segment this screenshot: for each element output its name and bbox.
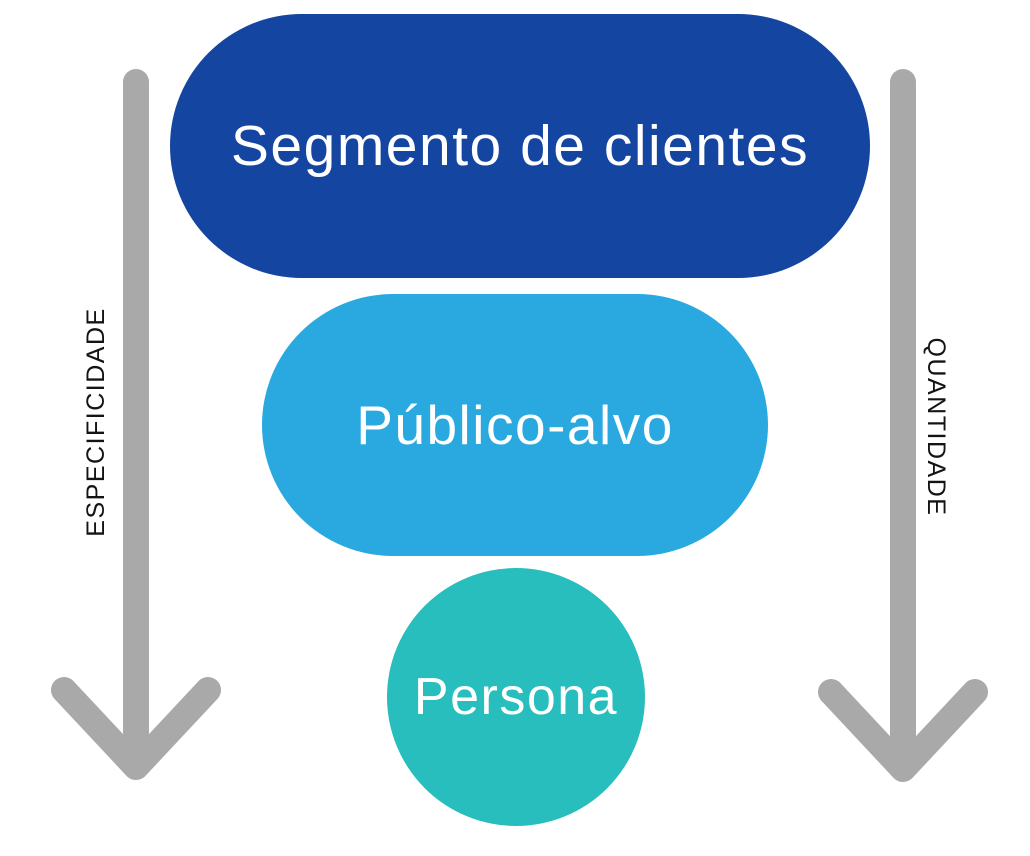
level-segmento-de-clientes-label: Segmento de clientes xyxy=(230,114,810,178)
axis-label-especificidade: ESPECIFICIDADE xyxy=(82,307,110,537)
left-down-arrow-icon xyxy=(51,69,221,780)
right-down-arrow-icon xyxy=(818,69,988,782)
level-publico-alvo-label: Público-alvo xyxy=(356,394,674,456)
level-persona: Persona xyxy=(387,568,645,826)
level-publico-alvo: Público-alvo xyxy=(262,294,768,556)
level-segmento-de-clientes: Segmento de clientes xyxy=(170,14,870,278)
level-persona-label: Persona xyxy=(413,668,619,726)
axis-label-quantidade: QUANTIDADE xyxy=(922,337,950,517)
